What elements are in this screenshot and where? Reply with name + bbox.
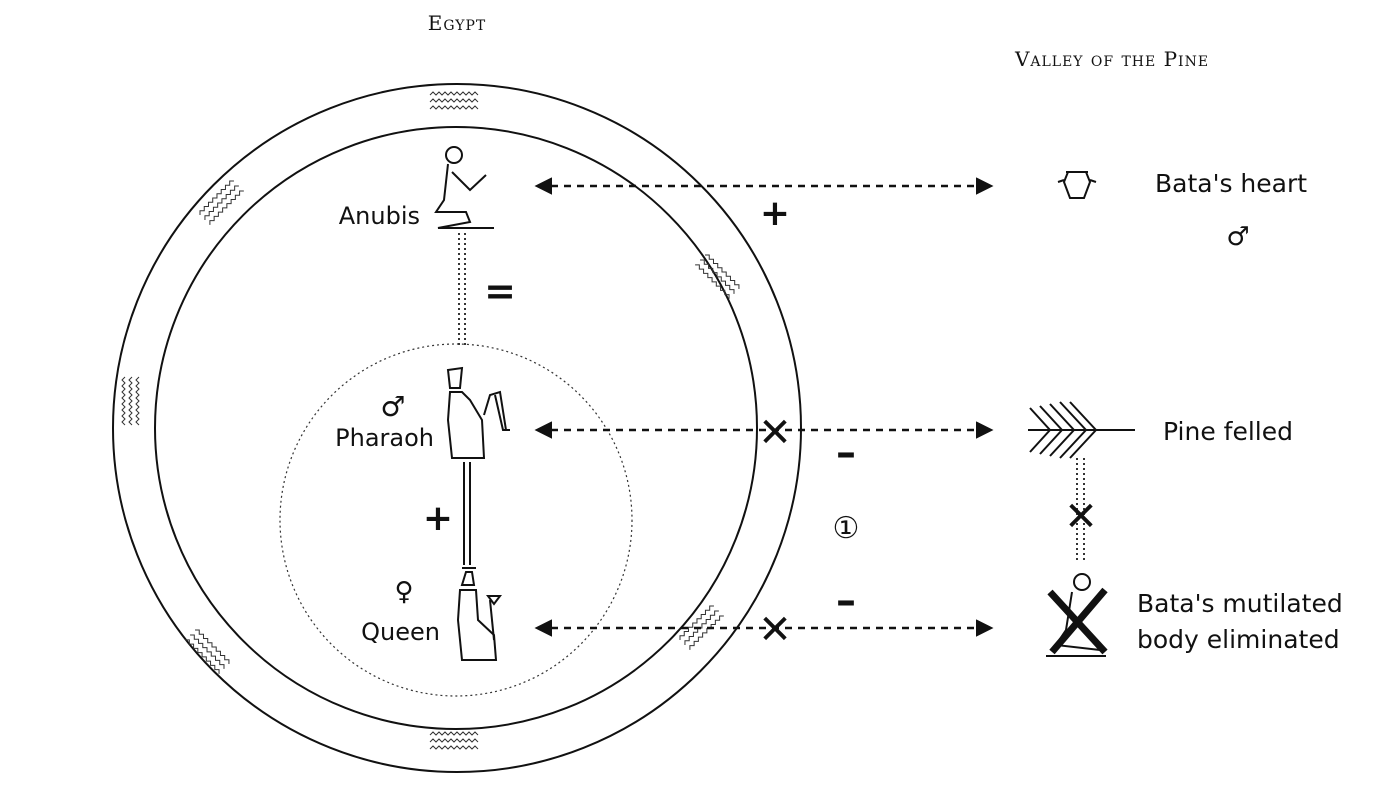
label-body-line1: Bata's mutilated [1137, 589, 1343, 618]
heart-jar-icon [1057, 171, 1097, 199]
label-pharaoh: Pharaoh [335, 424, 434, 452]
pine-body-dotted-link [1076, 458, 1085, 560]
minus-sign-body: – [836, 578, 856, 624]
anubis-pharaoh-dotted-link [458, 233, 466, 348]
label-pine-felled: Pine felled [1163, 417, 1293, 446]
minus-sign-pine: – [836, 430, 856, 476]
inner-circle [154, 126, 758, 730]
cross-queen: ✕ [758, 607, 792, 653]
queen-figure-icon [456, 567, 502, 661]
label-queen: Queen [361, 618, 440, 646]
cross-pharaoh: ✕ [758, 410, 792, 456]
plus-sign-heart: + [760, 193, 790, 234]
label-anubis: Anubis [339, 202, 420, 230]
mutilated-body-icon [1046, 573, 1108, 657]
pine-tree-icon [1028, 401, 1135, 459]
pharaoh-figure-icon [446, 366, 510, 459]
dotted-circle [279, 343, 633, 697]
heading-valley: Valley of the Pine [1014, 47, 1209, 71]
queen-female-symbol: ♀ [394, 577, 413, 607]
plus-sign-couple: + [423, 498, 453, 539]
equals-sign: = [484, 269, 516, 313]
water-sign-icons [121, 91, 742, 750]
label-bata-heart: Bata's heart [1155, 169, 1307, 198]
circled-one: ① [833, 511, 860, 546]
pharaoh-queen-link [463, 462, 471, 565]
label-body-line2: body eliminated [1137, 625, 1340, 654]
heading-egypt: Egypt [428, 11, 487, 35]
cross-pine-body: ✕ [1064, 494, 1098, 540]
anubis-figure-icon [434, 146, 494, 229]
pharaoh-male-symbol: ♂ [380, 390, 405, 423]
heart-male-symbol: ♂ [1226, 222, 1249, 252]
